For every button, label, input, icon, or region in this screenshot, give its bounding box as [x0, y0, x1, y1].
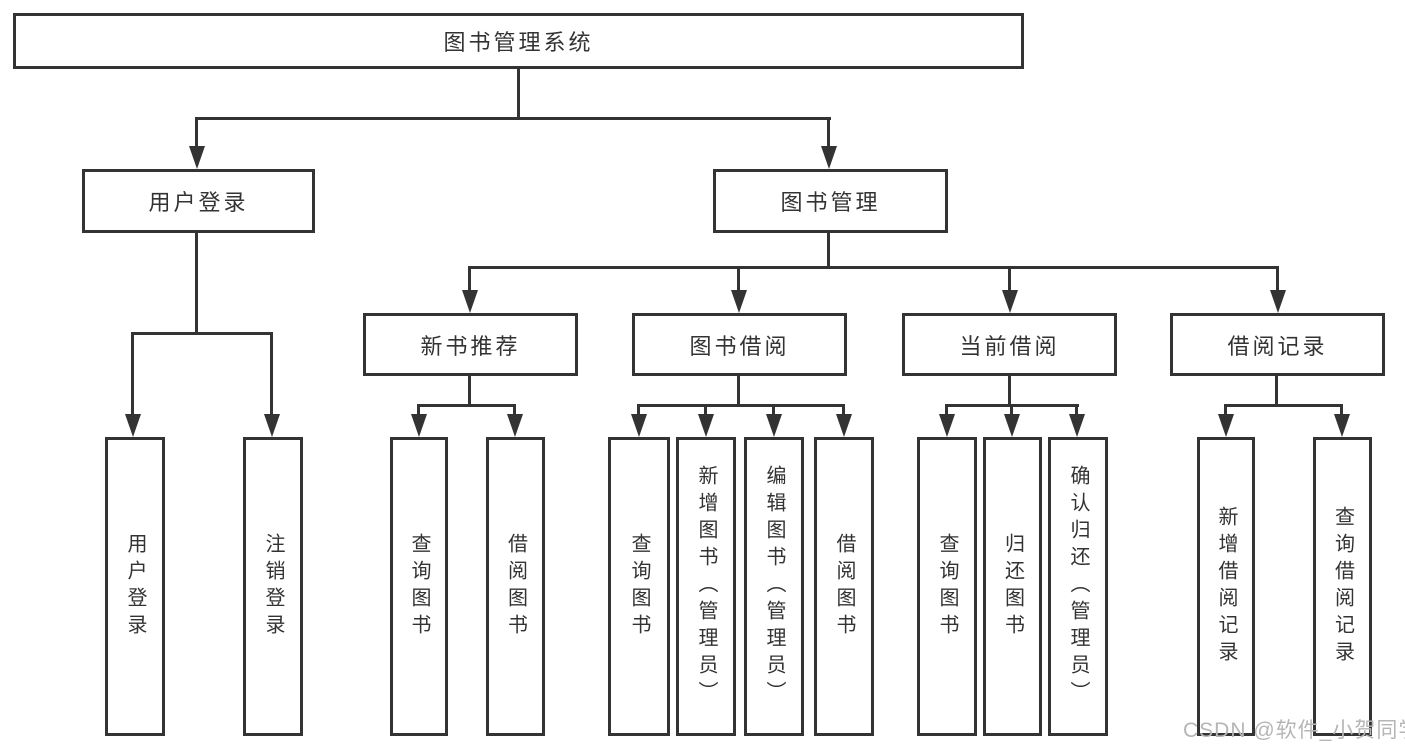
connector-book-branch	[468, 266, 1279, 269]
arrow-to-logout	[264, 414, 280, 437]
connector-user-branch	[131, 332, 273, 335]
node-bb-edit-books-label: 编辑图书（管理员）	[763, 465, 785, 708]
csdn-watermark: CSDN @软件_小贺同学	[1183, 719, 1405, 742]
node-br-query-record: 查询借阅记录	[1313, 437, 1372, 736]
node-current-borrow: 当前借阅	[902, 313, 1117, 376]
connector-bb-query-drop	[637, 404, 640, 416]
connector-br-add-drop	[1224, 404, 1227, 416]
arrow-to-new-book-recommend	[462, 290, 478, 313]
node-user-login-group: 用户登录	[82, 169, 315, 233]
arrow-to-br-add	[1218, 414, 1234, 437]
connector-borrow-branch	[637, 404, 845, 407]
node-cb-return-books: 归还图书	[983, 437, 1042, 736]
node-borrow-records: 借阅记录	[1170, 313, 1385, 376]
connector-logout-drop	[270, 332, 273, 416]
connector-recommend-branch	[417, 404, 516, 407]
node-user-login-group-label: 用户登录	[148, 190, 249, 215]
arrow-to-cb-confirm	[1069, 414, 1085, 437]
connector-cb-confirm-drop	[1075, 404, 1078, 416]
node-user-login-label: 用户登录	[124, 532, 146, 641]
node-logout-label: 注销登录	[262, 532, 284, 641]
connector-borrow-stem	[737, 376, 740, 406]
node-br-query-record-label: 查询借阅记录	[1331, 505, 1354, 668]
node-cb-query-books-label: 查询图书	[936, 532, 958, 641]
arrow-to-rec-query	[411, 414, 427, 437]
connector-borrow-drop	[737, 266, 740, 292]
connector-current-stem	[1008, 376, 1011, 406]
node-bb-borrow-books-label: 借阅图书	[833, 532, 855, 641]
node-rec-borrow-books: 借阅图书	[486, 437, 545, 736]
connector-cb-query-drop	[945, 404, 948, 416]
arrow-to-current-borrow	[1002, 290, 1018, 313]
connector-user-stem	[195, 233, 198, 334]
connector-current-drop	[1008, 266, 1011, 292]
connector-recommend-stem	[468, 376, 471, 406]
node-new-book-recommend-label: 新书推荐	[420, 333, 521, 359]
node-cb-return-books-label: 归还图书	[1001, 532, 1024, 641]
connector-records-branch	[1224, 404, 1343, 407]
node-book-management-label: 图书管理	[780, 190, 881, 215]
connector-login-drop	[131, 332, 134, 416]
arrow-to-cb-return	[1004, 414, 1020, 437]
arrow-to-rec-borrow	[507, 414, 523, 437]
arrow-to-user-login	[125, 414, 141, 437]
connector-bb-edit-drop	[772, 404, 775, 416]
connector-book-stem	[827, 233, 830, 268]
arrow-to-bb-edit	[766, 414, 782, 437]
connector-rec-query-drop	[417, 404, 420, 416]
connector-user-drop	[195, 117, 198, 148]
node-bb-add-books: 新增图书（管理员）	[676, 437, 736, 736]
arrow-to-cb-query	[939, 414, 955, 437]
arrow-to-borrow-records	[1270, 290, 1286, 313]
connector-root-branch	[196, 117, 831, 120]
arrow-to-br-query	[1334, 414, 1350, 437]
connector-bb-add-drop	[704, 404, 707, 416]
node-bb-query-books: 查询图书	[608, 437, 670, 736]
node-root-label: 图书管理系统	[443, 30, 594, 55]
connector-root-stem	[517, 68, 520, 119]
node-book-management: 图书管理	[713, 169, 948, 233]
arrow-to-bb-borrow	[836, 414, 852, 437]
arrow-to-book-borrow	[731, 290, 747, 313]
node-user-login: 用户登录	[105, 437, 165, 736]
connector-cb-return-drop	[1010, 404, 1013, 416]
node-br-add-record: 新增借阅记录	[1197, 437, 1255, 736]
connector-recommend-drop	[468, 266, 471, 292]
node-bb-add-books-label: 新增图书（管理员）	[695, 465, 717, 708]
node-cb-confirm-return: 确认归还（管理员）	[1048, 437, 1108, 736]
node-root: 图书管理系统	[13, 13, 1024, 69]
arrow-to-bb-query	[631, 414, 647, 437]
node-bb-borrow-books: 借阅图书	[814, 437, 874, 736]
node-current-borrow-label: 当前借阅	[959, 333, 1060, 359]
node-cb-confirm-return-label: 确认归还（管理员）	[1067, 465, 1089, 708]
node-bb-edit-books: 编辑图书（管理员）	[744, 437, 804, 736]
node-bb-query-books-label: 查询图书	[628, 532, 650, 641]
connector-book-drop	[827, 117, 830, 148]
node-rec-query-books-label: 查询图书	[408, 532, 430, 641]
node-logout: 注销登录	[243, 437, 303, 736]
node-rec-borrow-books-label: 借阅图书	[504, 532, 527, 641]
node-rec-query-books: 查询图书	[390, 437, 448, 736]
node-book-borrow: 图书借阅	[632, 313, 847, 376]
connector-bb-borrow-drop	[842, 404, 845, 416]
node-br-add-record-label: 新增借阅记录	[1215, 505, 1237, 668]
node-book-borrow-label: 图书借阅	[689, 333, 790, 359]
arrow-to-book-management	[821, 146, 837, 169]
connector-records-drop	[1276, 266, 1279, 292]
connector-records-stem	[1275, 376, 1278, 406]
node-borrow-records-label: 借阅记录	[1227, 333, 1328, 359]
connector-rec-borrow-drop	[513, 404, 516, 416]
connector-br-query-drop	[1340, 404, 1343, 416]
node-new-book-recommend: 新书推荐	[363, 313, 578, 376]
arrow-to-bb-add	[698, 414, 714, 437]
node-cb-query-books: 查询图书	[917, 437, 977, 736]
arrow-to-user-login-group	[189, 146, 205, 169]
